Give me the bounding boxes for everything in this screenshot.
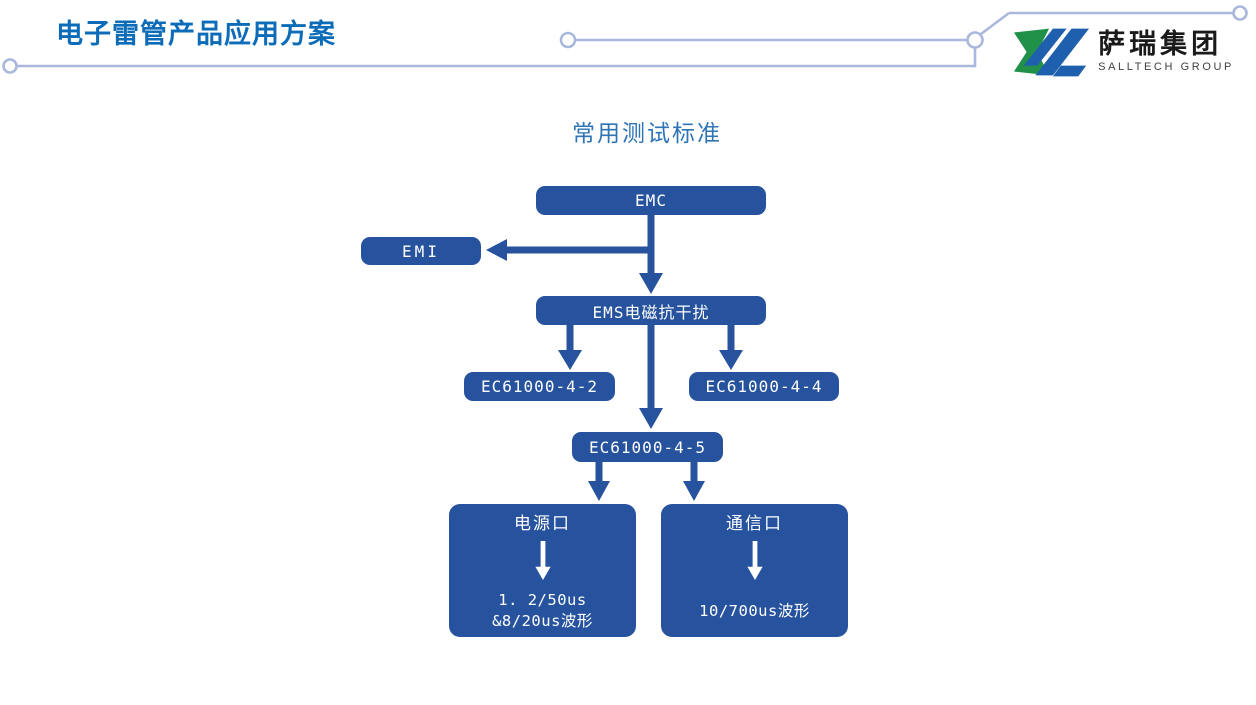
power-port-title: 电源口	[514, 514, 571, 534]
power-port-waveform-line2: &8/20us波形	[492, 612, 593, 630]
node-ems: EMS电磁抗干扰	[536, 296, 766, 325]
power-port-waveform: 1. 2/50us &8/20us波形	[492, 589, 593, 633]
logo-text: 萨瑞集团 SALLTECH GROUP	[1098, 31, 1234, 73]
decorative-connector-lines	[2, 5, 1248, 74]
node-comm-port: 通信口 10/700us波形	[661, 504, 848, 637]
node-ec61000-4-5: EC61000-4-5	[572, 432, 723, 462]
node-emi: EMI	[361, 237, 481, 265]
comm-port-waveform: 10/700us波形	[699, 589, 810, 633]
comm-port-waveform-line1: 10/700us波形	[699, 601, 810, 620]
power-port-waveform-line1: 1. 2/50us	[498, 591, 587, 609]
node-power-port: 电源口 1. 2/50us &8/20us波形	[449, 504, 636, 637]
logo-company-name: 萨瑞集团	[1098, 29, 1223, 59]
node-ec61000-4-2: EC61000-4-2	[464, 372, 615, 401]
diagram-title: 常用测试标准	[572, 120, 722, 146]
down-arrow-icon	[534, 541, 551, 581]
node-ec61000-4-4: EC61000-4-4	[689, 372, 839, 401]
logo-company-subtitle: SALLTECH GROUP	[1098, 61, 1234, 73]
comm-port-title: 通信口	[726, 514, 783, 534]
page-title: 电子雷管产品应用方案	[56, 19, 336, 49]
node-emc: EMC	[536, 186, 766, 215]
down-arrow-icon	[746, 541, 763, 581]
logo-mark-icon	[1014, 28, 1090, 77]
company-logo: 萨瑞集团 SALLTECH GROUP	[1012, 26, 1234, 78]
